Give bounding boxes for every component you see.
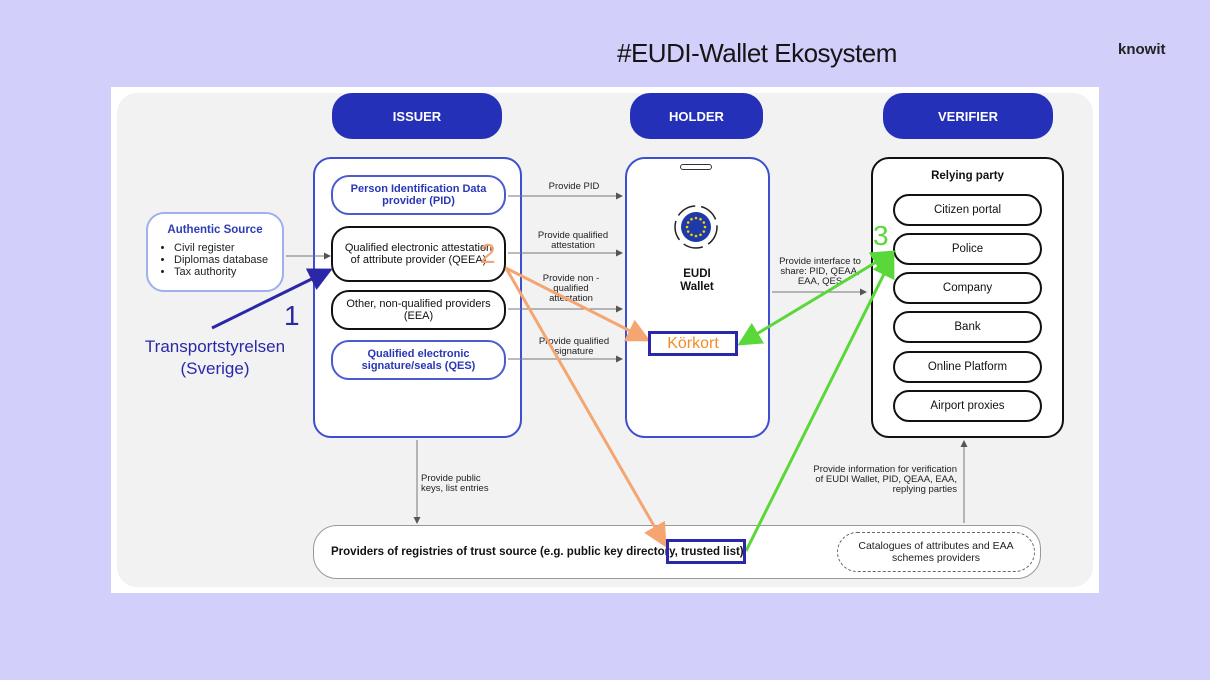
wallet-label: EUDI Wallet [651,268,743,294]
eaa-provider-box: Other, non-qualified providers (EEA) [331,290,506,330]
verifier-item-citizen-portal: Citizen portal [893,194,1042,226]
verifier-header: VERIFIER [883,93,1053,139]
diagram-panel: ISSUER HOLDER VERIFIER Authentic Source … [111,87,1099,593]
flow-label-public-keys: Provide public keys, list entries [421,473,489,494]
wallet-label-line2: Wallet [680,281,714,293]
relying-party-title: Relying party [931,170,1004,182]
annotation-number-1: 1 [284,300,300,331]
authentic-source-item: Diplomas database [174,254,270,266]
verifier-item-online-platform: Online Platform [893,351,1042,383]
phone-speaker [680,164,712,170]
korkort-annotation: Körkort [648,331,738,356]
authentic-source-box: Authentic Source Civil register Diplomas… [146,212,284,292]
transportstyrelsen-line2: (Sverige) [180,359,250,378]
flow-label-provide-pid: Provide PID [548,181,600,192]
wallet-label-line1: EUDI [683,268,711,280]
registry-bar [313,525,1041,579]
flow-label-provide-information: Provide information for verification of … [813,464,957,495]
annotation-arrow-orange-korkort [505,266,651,342]
registry-text-highlight: trusted list) [681,546,744,558]
verifier-item-company: Company [893,272,1042,304]
brand-logo: knowit [1118,41,1166,58]
qeaa-provider-box: Qualified electronic attestation of attr… [331,226,506,282]
registry-text-main: Providers of registries of trust source … [331,546,678,558]
transportstyrelsen-label: Transportstyrelsen (Sverige) [126,336,304,380]
authentic-source-list: Civil register Diplomas database Tax aut… [160,242,270,278]
flow-label-qualified-attestation: Provide qualified attestation [537,230,609,251]
verifier-item-police: Police [893,233,1042,265]
annotation-arrow-1 [211,268,333,330]
authentic-source-item: Tax authority [174,266,270,278]
annotation-arrow-green-korkort [737,250,896,346]
qes-provider-box: Qualified electronic signature/seals (QE… [331,340,506,380]
annotation-arrow-orange-trusted [504,267,667,548]
annotation-number-2: 2 [480,238,496,269]
authentic-source-title: Authentic Source [167,224,263,236]
flow-label-qualified-signature: Provide qualified signature [538,336,610,357]
annotation-number-3: 3 [873,220,889,251]
annotation-arrow-green-trusted [744,253,895,552]
slide-title: #EUDI-Wallet Ekosystem [617,38,897,68]
verifier-item-airport-proxies: Airport proxies [893,390,1042,422]
registry-text: Providers of registries of trust source … [331,546,744,558]
authentic-source-item: Civil register [174,242,270,254]
verifier-item-bank: Bank [893,311,1042,343]
catalog-box: Catalogues of attributes and EAA schemes… [837,532,1035,572]
trusted-list-highlight [666,539,746,564]
holder-header: HOLDER [630,93,763,139]
eu-flag-icon [673,204,719,250]
flow-label-non-qualified: Provide non - qualified attestation [542,273,600,304]
issuer-header: ISSUER [332,93,502,139]
pid-provider-box: Person Identification Data provider (PID… [331,175,506,215]
transportstyrelsen-line1: Transportstyrelsen [144,337,286,356]
